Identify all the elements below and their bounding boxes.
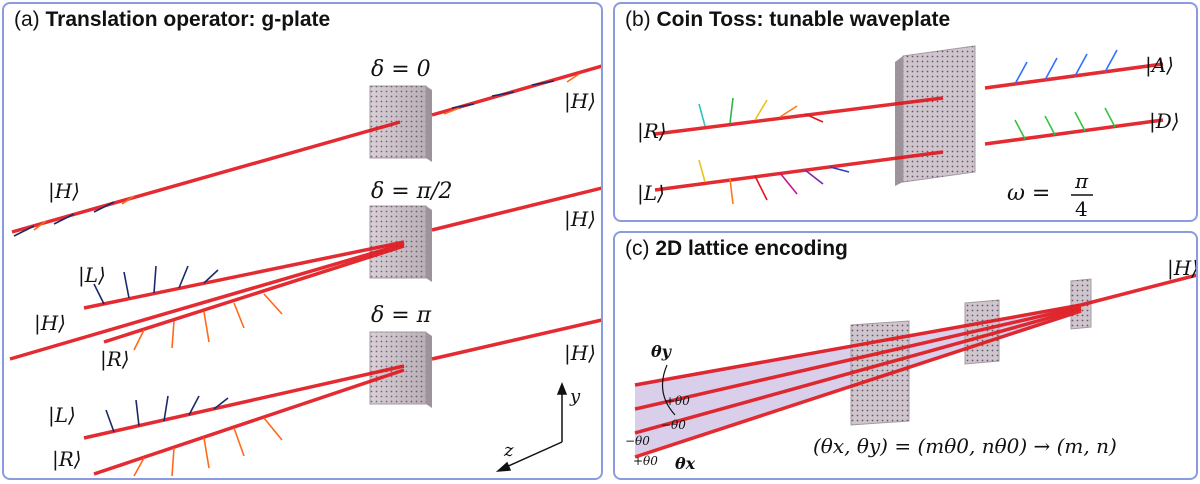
ket-L-mid: |L⟩ [78,263,106,288]
panel-b-diagram: |R⟩ |L⟩ |A⟩ |D⟩ ω = π 4 [637,45,1180,221]
arrows-mid-L [93,265,219,305]
ket-R-mid: |R⟩ [100,347,130,372]
beams-b [654,62,1164,192]
arrows-b-A [1014,49,1118,85]
theta-y-arc [661,364,676,416]
ket-R-b: |R⟩ [637,119,667,144]
arrows-mid-R [133,293,283,351]
omega-label: ω = [1007,181,1050,206]
beams-bottom [83,318,601,476]
arrows-bottom-L [105,395,229,433]
theta-y-label: θy [651,342,673,361]
arrows-top-navy [13,80,555,237]
arrows-b-in [698,97,850,205]
beams-c [634,273,1196,459]
plus-theta0-x: +θ0 [633,454,658,468]
ket-L-bottom: |L⟩ [48,403,76,428]
panel-a-title: (a) Translation operator: g-plate [14,8,330,32]
axis-z-label: z [503,440,514,461]
panel-b-title-text: Coin Toss: tunable waveplate [656,8,951,31]
panel-b-coin-toss: (b) Coin Toss: tunable waveplate [613,2,1198,222]
delta-pi2-label: δ = π/2 [371,179,453,204]
axis-y-label: y [569,386,581,407]
panel-c-lattice-encoding: (c) 2D lattice encoding |H⟩ θy +θ0 −θ0 −… [613,231,1198,480]
ket-H-mid-right: |H⟩ [564,207,596,232]
panel-c-title: (c) 2D lattice encoding [625,237,848,261]
panel-a-title-text: Translation operator: g-plate [45,8,331,31]
panel-c-label: (c) [625,237,650,260]
panel-c-title-text: 2D lattice encoding [655,237,848,260]
axes-yz [495,381,568,472]
beam-top [11,64,601,234]
minus-theta0-x: −θ0 [625,434,650,448]
arrows-bottom-R [133,417,283,477]
pi-numerator: π [1074,169,1089,193]
plus-theta0-y: +θ0 [665,394,690,408]
lattice-formula: (θx, θy) = (mθ0, nθ0) → (m, n) [813,434,1117,458]
panel-b-label: (b) [625,8,651,31]
ket-H-top-left: |H⟩ [48,179,80,204]
ket-H-top-right: |H⟩ [564,89,596,114]
four-denominator: 4 [1075,197,1088,221]
minus-theta0-y: −θ0 [661,418,686,432]
delta-pi-label: δ = π [371,303,432,328]
panel-b-title: (b) Coin Toss: tunable waveplate [625,8,950,32]
ket-A-b: |A⟩ [1145,53,1174,78]
gplate-top [369,85,432,162]
ket-H-bottom-right: |H⟩ [564,341,596,366]
gplate-bottom [369,331,432,408]
arrows-b-D [1014,107,1116,140]
ket-D-b: |D⟩ [1149,109,1180,134]
ket-L-b: |L⟩ [637,181,665,206]
ket-H-c: |H⟩ [1167,256,1198,281]
panel-a-label: (a) [14,8,40,31]
waveplate [895,45,976,186]
beams-mid [9,186,601,361]
ket-H-mid-left: |H⟩ [34,311,66,336]
plate-c1 [850,320,910,426]
panel-c-diagram: |H⟩ θy +θ0 −θ0 −θ0 +θ0 θx (θx, θy) = (mθ… [625,256,1198,473]
theta-x-label: θx [675,454,696,473]
ket-R-bottom: |R⟩ [52,447,82,472]
arrows-top-orange [33,73,580,231]
delta-0-label: δ = 0 [371,57,431,82]
panel-a-diagram: δ = 0 |H⟩ |H⟩ δ = π/2 [9,57,601,477]
panel-a-translation-operator: (a) Translation operator: g-plate δ = 0 [2,2,603,480]
